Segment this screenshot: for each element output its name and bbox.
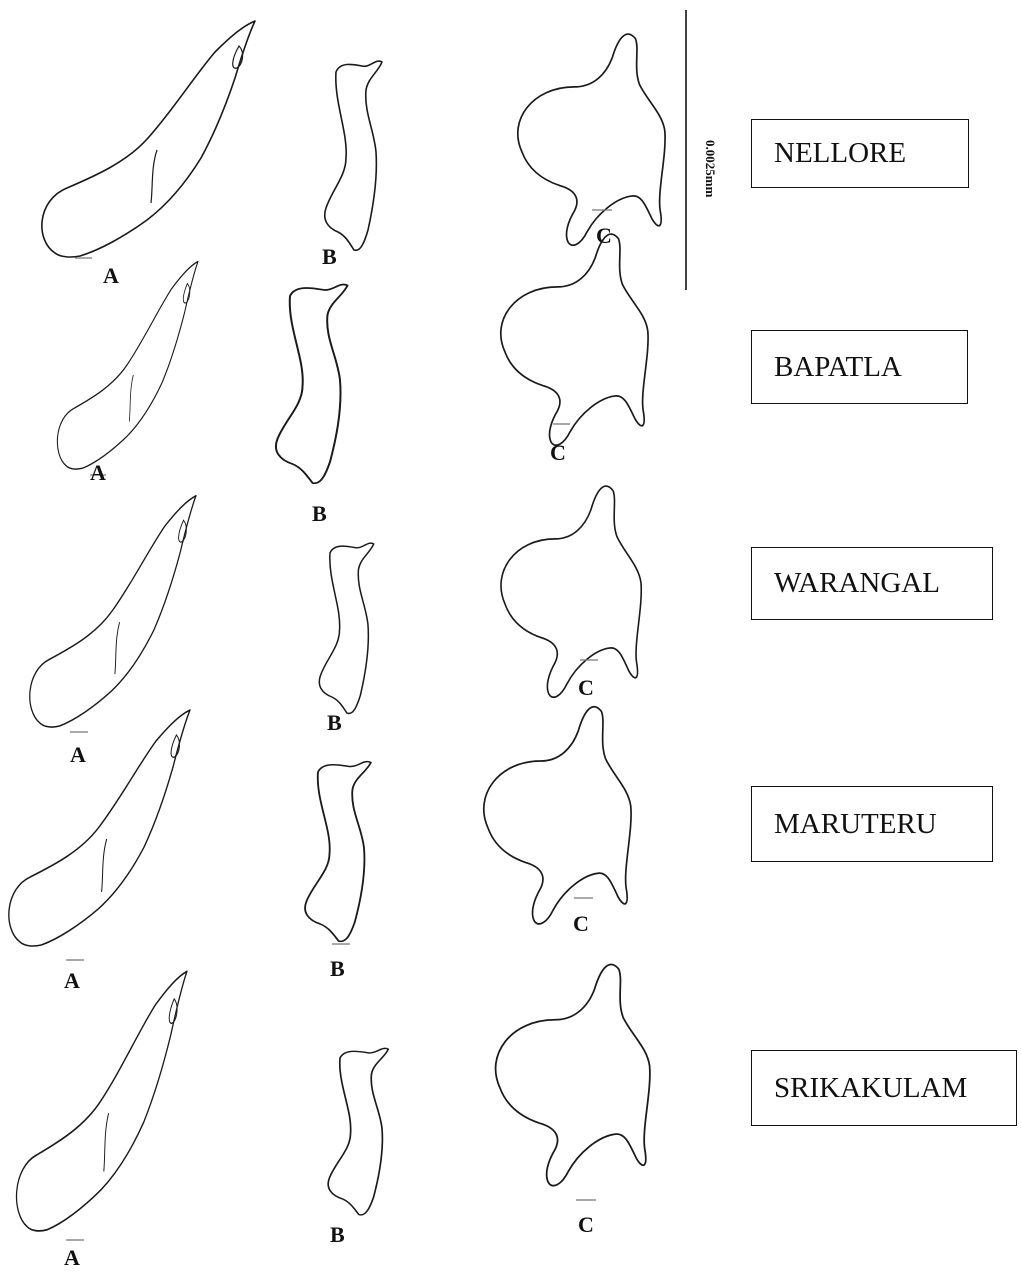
row-warangal-shape-c (501, 486, 641, 697)
scale-bar-label: 0.0025mm (703, 140, 718, 198)
row-warangal-label-c: C (578, 675, 594, 700)
row-nellore-shape-c (518, 34, 665, 245)
location-box-nellore: NELLORE (751, 119, 969, 188)
row-maruteru-label-c: C (573, 911, 589, 936)
row-bapatla-shape-b (276, 284, 348, 483)
row-maruteru-label-a: A (64, 968, 80, 993)
row-warangal-shape-a (30, 496, 196, 727)
row-nellore-label-b: B (322, 244, 337, 269)
row-srikakulam-label-c: C (578, 1212, 594, 1237)
row-maruteru-shape-c (484, 707, 631, 924)
row-bapatla-shape-c (501, 234, 648, 445)
location-box-warangal: WARANGAL (751, 547, 993, 620)
row-warangal-shape-b (319, 543, 373, 713)
row-warangal-label-a: A (70, 742, 86, 767)
row-bapatla-shape-a (57, 261, 198, 469)
row-maruteru-label-b: B (330, 956, 345, 981)
row-nellore-label-c: C (596, 223, 612, 248)
location-box-bapatla: BAPATLA (751, 330, 968, 404)
row-warangal: A B C (30, 486, 642, 767)
row-maruteru-shape-b (305, 762, 371, 942)
row-nellore-shape-b (325, 61, 382, 250)
row-srikakulam-shape-c (496, 964, 650, 1185)
row-bapatla-label-a: A (90, 460, 106, 485)
row-bapatla-label-c: C (550, 440, 566, 465)
row-srikakulam-label-b: B (330, 1222, 345, 1247)
row-bapatla: A B C (57, 234, 648, 526)
location-box-maruteru: MARUTERU (751, 786, 993, 862)
row-maruteru: A B C (9, 707, 631, 993)
row-bapatla-label-b: B (312, 501, 327, 526)
row-srikakulam-label-a: A (64, 1245, 80, 1268)
location-box-srikakulam: SRIKAKULAM (751, 1050, 1017, 1126)
row-srikakulam: A B C (17, 964, 650, 1268)
row-maruteru-shape-a (9, 710, 190, 946)
row-srikakulam-shape-a (17, 971, 187, 1231)
row-warangal-label-b: B (327, 710, 342, 735)
row-nellore-label-a: A (103, 263, 119, 288)
row-nellore: A B C (42, 21, 665, 288)
row-srikakulam-shape-b (328, 1048, 388, 1215)
row-nellore-shape-a (42, 21, 255, 257)
